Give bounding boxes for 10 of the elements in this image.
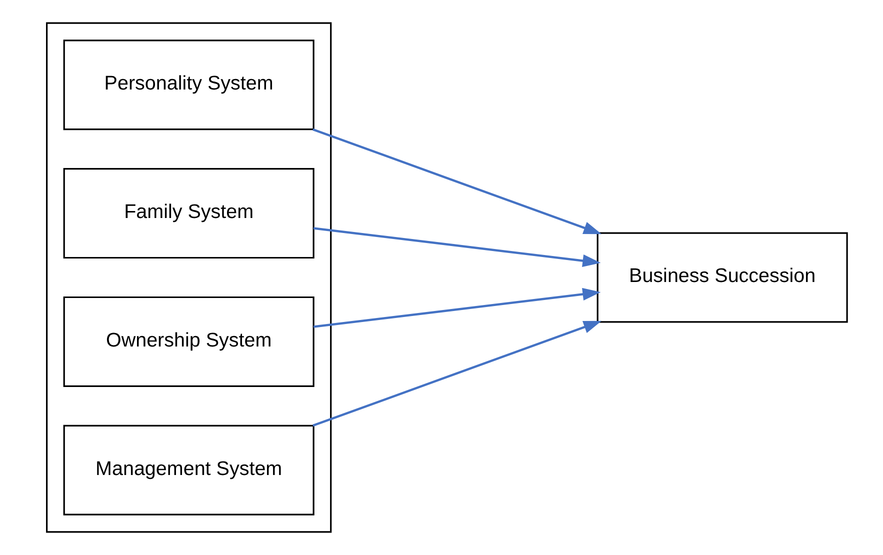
node-box: Management System	[62, 424, 314, 516]
node-box: Family System	[62, 168, 314, 259]
arrow	[312, 320, 602, 427]
node-box: Personality System	[62, 40, 314, 130]
node-box: Ownership System	[62, 296, 314, 387]
node-box: Business Succession	[596, 232, 848, 323]
arrow	[312, 288, 600, 328]
cluster	[46, 22, 332, 533]
arrow	[312, 227, 600, 268]
arrow	[312, 128, 602, 234]
